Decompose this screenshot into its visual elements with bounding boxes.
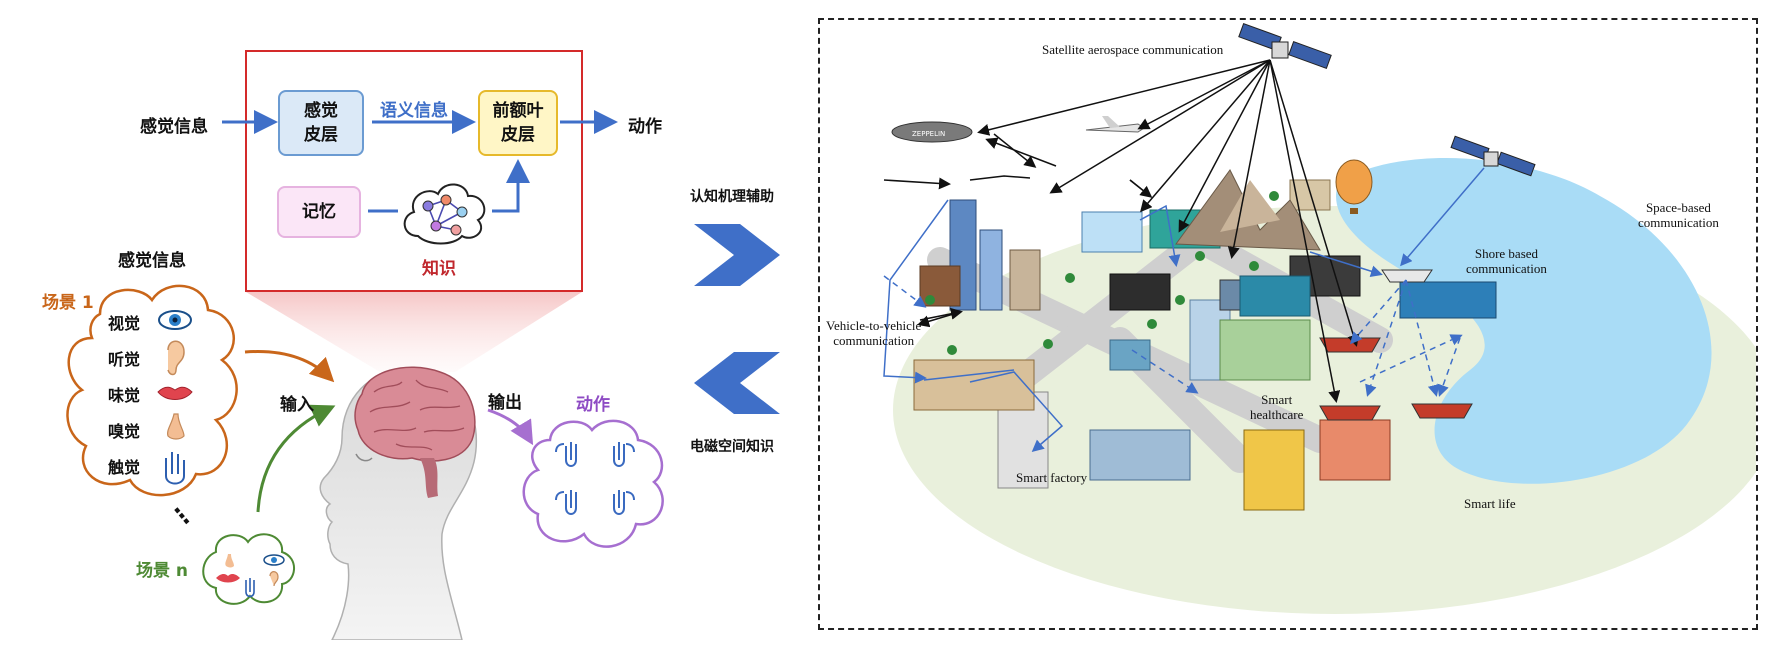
lips-icon — [157, 386, 193, 400]
satellite-aerospace-label: Satellite aerospace communication — [1042, 42, 1224, 57]
zeppelin-text: ZEPPELIN — [912, 130, 945, 138]
scene-1-label: 场景 1 — [42, 293, 94, 313]
prefrontal-cortex-box: 前额叶 皮层 — [478, 90, 558, 156]
smart-city-illustration: ZEPPELIN — [883, 22, 1756, 614]
sense-touch-label: 触觉 — [108, 458, 141, 477]
shore-based-label: Shore based communication — [1466, 246, 1547, 276]
output-label: 输出 — [488, 393, 522, 413]
cognitive-aid-label: 认知机理辅助 — [690, 189, 774, 205]
smart-city-panel: ZEPPELIN — [818, 18, 1758, 630]
sense-taste-label: 味觉 — [108, 386, 141, 405]
eye-icon — [158, 310, 192, 330]
smart-factory-label: Smart factory — [1016, 470, 1088, 485]
projection-cone — [246, 292, 582, 372]
scene-n-cloud — [202, 533, 295, 605]
action-label-purple: 动作 — [576, 395, 610, 415]
scene-n-label: 场景 n — [136, 561, 189, 581]
sense-icons — [157, 310, 193, 485]
action-label-top: 动作 — [628, 117, 662, 137]
middle-connector: 认知机理辅助 电磁空间知识 — [680, 0, 800, 647]
ear-icon — [167, 340, 185, 376]
smart-healthcare-label: Smart healthcare — [1250, 392, 1304, 422]
knowledge-label: 知识 — [422, 259, 456, 279]
sense-vision-label: 视觉 — [108, 314, 141, 333]
city-buildings — [913, 179, 1497, 511]
satellite-icon — [1238, 22, 1332, 70]
em-knowledge-label: 电磁空间知识 — [690, 439, 774, 455]
sensory-info-label: 感觉信息 — [140, 117, 208, 137]
cortex-frame — [245, 50, 583, 292]
cortex-arrows — [222, 110, 618, 513]
action-cloud — [522, 419, 664, 548]
scene-1-cloud — [66, 284, 238, 497]
input-label: 输入 — [280, 395, 314, 415]
chevron-left-icon — [694, 352, 780, 414]
smart-life-label: Smart life — [1464, 496, 1516, 511]
memory-box: 记忆 — [277, 186, 361, 238]
sensory-info-heading: 感觉信息 — [118, 251, 186, 271]
cognitive-model-panel: 感觉信息 感觉 皮层 语义信息 前额叶 皮层 动作 记忆 知识 感觉信息 场景 … — [0, 0, 720, 647]
sense-smell-label: 嗅觉 — [108, 422, 141, 441]
knowledge-cloud-icon — [403, 183, 486, 245]
chevron-right-icon — [694, 224, 780, 286]
sense-hearing-label: 听觉 — [108, 350, 141, 369]
semantic-info-label: 语义信息 — [380, 101, 448, 121]
sensory-cortex-box: 感觉 皮层 — [278, 90, 364, 156]
nose-icon — [167, 413, 185, 440]
human-head-brain-illustration — [319, 366, 478, 640]
v2v-label: Vehicle-to-vehicle communication — [826, 318, 922, 348]
space-based-label: Space-based communication — [1638, 200, 1719, 230]
satellite-icon-2 — [1450, 135, 1536, 177]
hand-icon — [165, 452, 185, 485]
